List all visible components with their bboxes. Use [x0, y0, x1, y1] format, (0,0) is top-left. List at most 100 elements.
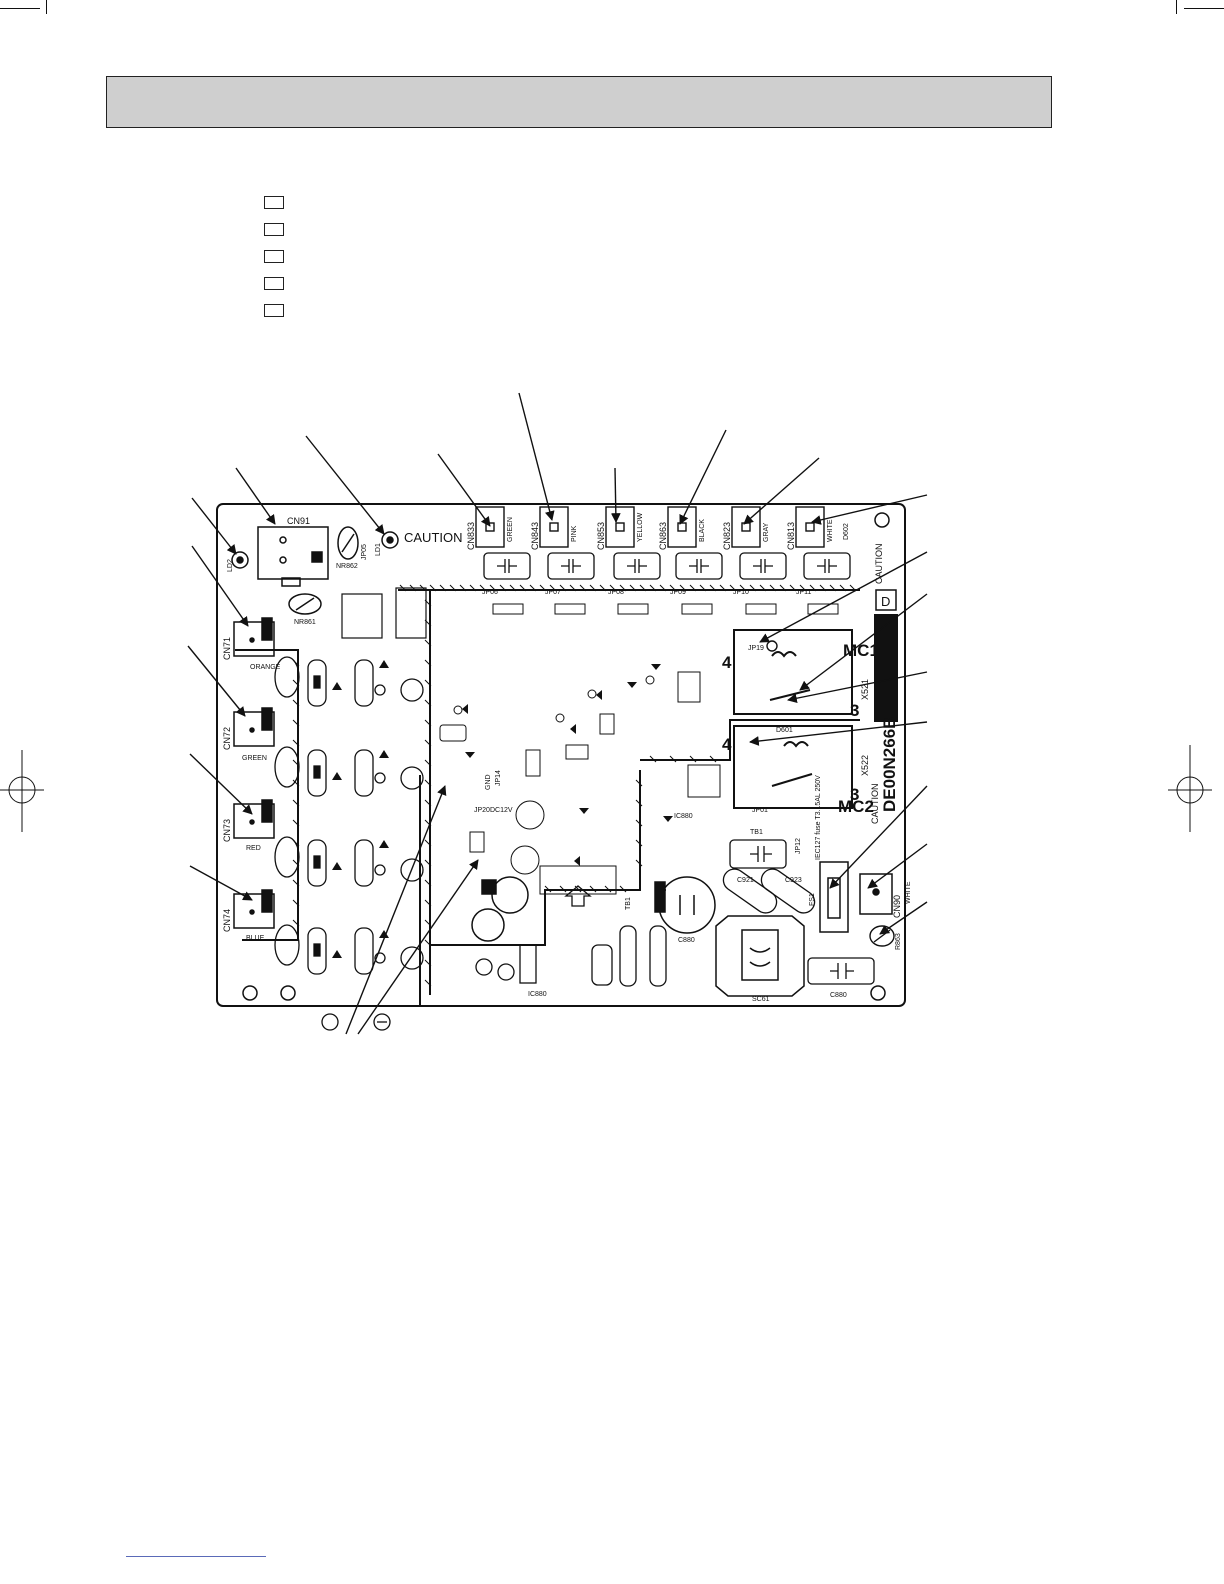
label-jp11: JP11	[796, 589, 812, 596]
caution-label-top: CAUTION	[404, 530, 463, 545]
label-jp19: JP20	[474, 807, 490, 814]
label-black: BLACK	[699, 519, 706, 542]
connector-cn90	[859, 873, 893, 915]
label-x521: X521	[860, 679, 870, 700]
label-cn833: CN833	[466, 522, 476, 550]
top-capacitors	[483, 552, 851, 580]
label-x522: X522	[860, 755, 870, 776]
label-jp09: JP09	[670, 589, 686, 596]
side-marker-box	[875, 589, 897, 611]
legend-box	[264, 250, 284, 263]
label-jp08: JP08	[608, 589, 624, 596]
label-sc61: SC61	[752, 996, 770, 1003]
component-rows-left	[274, 656, 424, 975]
label-red: RED	[246, 845, 261, 852]
legend-box	[264, 304, 284, 317]
label-d601: JP19	[748, 645, 764, 652]
label-white-cn90: WHITE	[905, 881, 912, 904]
legend-box	[264, 196, 284, 209]
label-jp06: JP06	[482, 589, 498, 596]
mounting-holes	[242, 512, 890, 1001]
led-ld1	[381, 531, 399, 549]
label-nr861: NR861	[294, 619, 316, 626]
hatch-marks	[292, 584, 857, 987]
connector-cn72	[233, 707, 275, 747]
connector-cn91	[257, 526, 329, 587]
part-number: DE00N266B	[880, 717, 899, 812]
label-cn73: CN73	[222, 819, 232, 842]
label-c921: C880	[830, 992, 847, 999]
label-mc1-pin3: 3	[850, 701, 859, 720]
footer-rule	[126, 1556, 266, 1557]
label-green-top: GREEN	[507, 517, 514, 542]
label-mc1: MC1	[843, 641, 879, 660]
connector-cn73	[233, 799, 275, 839]
logic-components	[439, 671, 721, 895]
label-cn90: CN90	[892, 895, 902, 918]
caution-label-right-top: CAUTION	[874, 544, 884, 585]
label-jp01: TB1	[750, 829, 763, 836]
label-fs1: FS1	[809, 893, 816, 906]
hatched-boundary	[235, 589, 860, 1005]
crop-mark	[46, 0, 47, 14]
label-white-top: WHITE	[827, 519, 834, 542]
label-nr61: R863	[895, 933, 902, 950]
label-cn843: CN843	[530, 522, 540, 550]
bottom-components	[475, 885, 667, 987]
ssr-row	[492, 603, 839, 615]
label-cn863: CN863	[658, 522, 668, 550]
label-fuse: IEC127 fuse T3.15AL 250V	[815, 775, 822, 860]
label-mc1-pin4: 4	[722, 653, 732, 672]
capacitor-c880	[654, 876, 716, 934]
label-tb1: TB1	[625, 897, 632, 910]
legend-box	[264, 277, 284, 290]
fuse-fs1	[819, 861, 849, 933]
registration-target-left	[0, 750, 44, 832]
label-green: GREEN	[242, 755, 267, 762]
film-capacitors	[722, 839, 875, 985]
label-nr862: NR862	[336, 563, 358, 570]
black-label-strip	[874, 614, 898, 722]
label-cn72: CN72	[222, 727, 232, 750]
crop-mark	[1184, 8, 1224, 9]
connector-cn74	[233, 889, 275, 929]
central-diodes	[462, 664, 673, 866]
registration-target-right	[1168, 745, 1212, 832]
label-mc2-pin4: 4	[722, 735, 732, 754]
legend-box	[264, 223, 284, 236]
label-ld2: LD2	[227, 559, 234, 572]
label-ld1: LD1	[375, 543, 382, 556]
label-pink: PINK	[571, 525, 578, 542]
label-dc12v: JP14	[495, 770, 502, 786]
callout-leaders	[187, 392, 928, 935]
label-c924: C923	[785, 877, 802, 884]
label-mc2-pin3: 3	[850, 785, 859, 804]
label-yellow: YELLOW	[637, 512, 644, 542]
varistor-nr861	[288, 593, 322, 615]
label-c923: C921	[737, 877, 754, 884]
label-jp07: JP07	[545, 589, 561, 596]
label-ic880: IC880	[528, 991, 547, 998]
diodes-left	[332, 660, 389, 958]
label-jp10: JP10	[733, 589, 749, 596]
label-cn813: CN813	[786, 522, 796, 550]
label-jp05: JP05	[361, 544, 368, 560]
label-cn823: CN823	[722, 522, 732, 550]
label-d602: D601	[776, 727, 793, 734]
label-cn91: CN91	[287, 516, 310, 526]
transformer-sc61	[715, 915, 805, 997]
label-jp20: GND	[485, 774, 492, 790]
label-orange: ORANGE	[250, 664, 281, 671]
polarity-marks	[321, 1013, 391, 1031]
capacitor-c880-2	[471, 876, 529, 942]
label-jp13: IC880	[674, 813, 693, 820]
side-marker: D	[881, 594, 890, 609]
label-blue: BLUE	[246, 935, 265, 942]
label-mc2: MC2	[838, 797, 874, 816]
label-cn853: CN853	[596, 522, 606, 550]
label-jp14: JP01	[752, 807, 768, 814]
varistor-nr862	[337, 526, 359, 560]
crop-mark	[1176, 0, 1177, 14]
label-cn74: CN74	[222, 909, 232, 932]
